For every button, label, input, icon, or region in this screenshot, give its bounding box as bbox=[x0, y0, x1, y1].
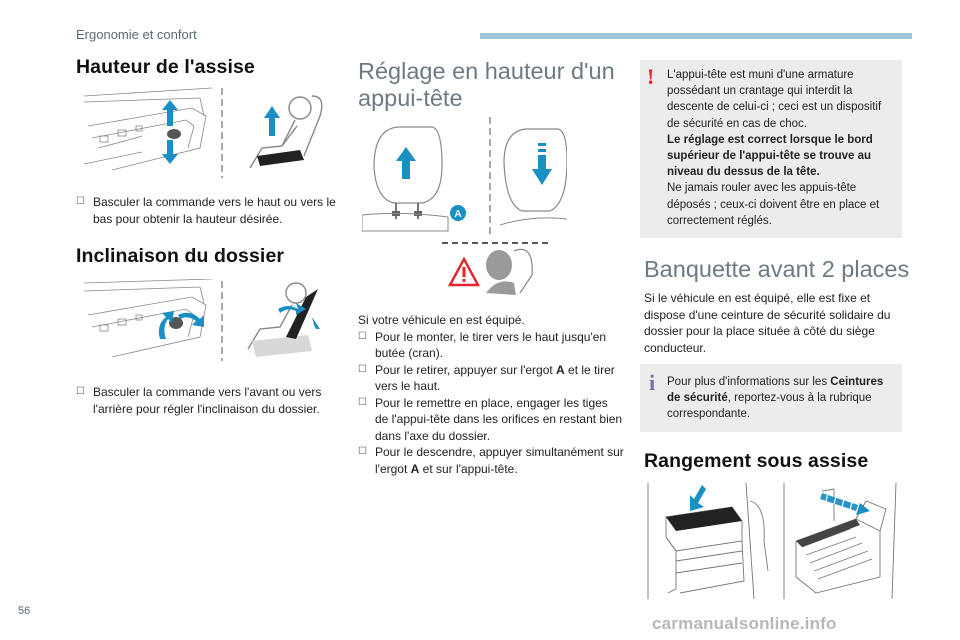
warning-icon: ! bbox=[647, 64, 655, 89]
headrest-illustration: A bbox=[362, 117, 567, 295]
headrest-title-line2: appui-tête bbox=[358, 85, 463, 111]
bench-text: Si le véhicule en est équipé, elle est f… bbox=[644, 291, 891, 355]
seat-height-illustration bbox=[83, 87, 323, 178]
bench-title: Banquette avant 2 places bbox=[644, 256, 910, 282]
bullet-marker-icon: ☐ bbox=[76, 386, 85, 397]
seatbelts-link[interactable]: Ceintures de sécurité bbox=[667, 376, 884, 405]
headrest-bullet-refit: ☐Pour le remettre en place, engager les … bbox=[358, 395, 623, 443]
callout-a-label: A bbox=[454, 209, 461, 220]
backrest-illustration bbox=[83, 279, 320, 361]
header-rule bbox=[480, 33, 912, 39]
warning-text: L'appui-tête est muni d'une armature pos… bbox=[667, 69, 882, 227]
bullet-marker-icon: ☐ bbox=[358, 330, 367, 342]
callout-a-icon bbox=[450, 205, 466, 221]
headrest-intro: Si votre véhicule en est équipé. bbox=[358, 313, 525, 327]
headrest-bullet-raise: ☐Pour le monter, le tirer vers le haut j… bbox=[358, 329, 607, 361]
storage-title: Rangement sous assise bbox=[644, 450, 869, 472]
page-number: 56 bbox=[18, 605, 31, 617]
info-icon: i bbox=[649, 370, 656, 395]
watermark: carmanualsonline.info bbox=[652, 614, 837, 633]
headrest-bullet-remove: ☐Pour le retirer, appuyer sur l'ergot A … bbox=[358, 362, 615, 394]
backrest-bullet: ☐Basculer la commande vers l'avant ou ve… bbox=[76, 385, 322, 416]
bullet-marker-icon: ☐ bbox=[358, 396, 367, 408]
warning-box: ! L'appui-tête est muni d'une armature p… bbox=[640, 60, 902, 238]
section-title: Ergonomie et confort bbox=[76, 27, 197, 42]
bullet-marker-icon: ☐ bbox=[358, 446, 367, 457]
bullet-marker-icon: ☐ bbox=[358, 363, 367, 375]
headrest-instructions: Si votre véhicule en est équipé. ☐Pour l… bbox=[358, 312, 624, 477]
seat-height-bullet: ☐Basculer la commande vers le haut ou ve… bbox=[76, 195, 336, 226]
info-box: i Pour plus d'informations sur les Ceint… bbox=[640, 364, 902, 432]
headrest-bullet-lower: ☐Pour le descendre, appuyer simultanémen… bbox=[358, 445, 624, 476]
bullet-marker-icon: ☐ bbox=[76, 196, 85, 207]
backrest-title: Inclinaison du dossier bbox=[76, 245, 285, 267]
headrest-title-line1: Réglage en hauteur d'un bbox=[358, 58, 615, 84]
info-text: Pour plus d'informations sur les Ceintur… bbox=[667, 376, 884, 421]
seat-height-title: Hauteur de l'assise bbox=[76, 56, 255, 78]
headrest-title: Réglage en hauteur d'un appui-tête bbox=[358, 58, 615, 112]
under-seat-storage-illustration bbox=[647, 482, 897, 599]
